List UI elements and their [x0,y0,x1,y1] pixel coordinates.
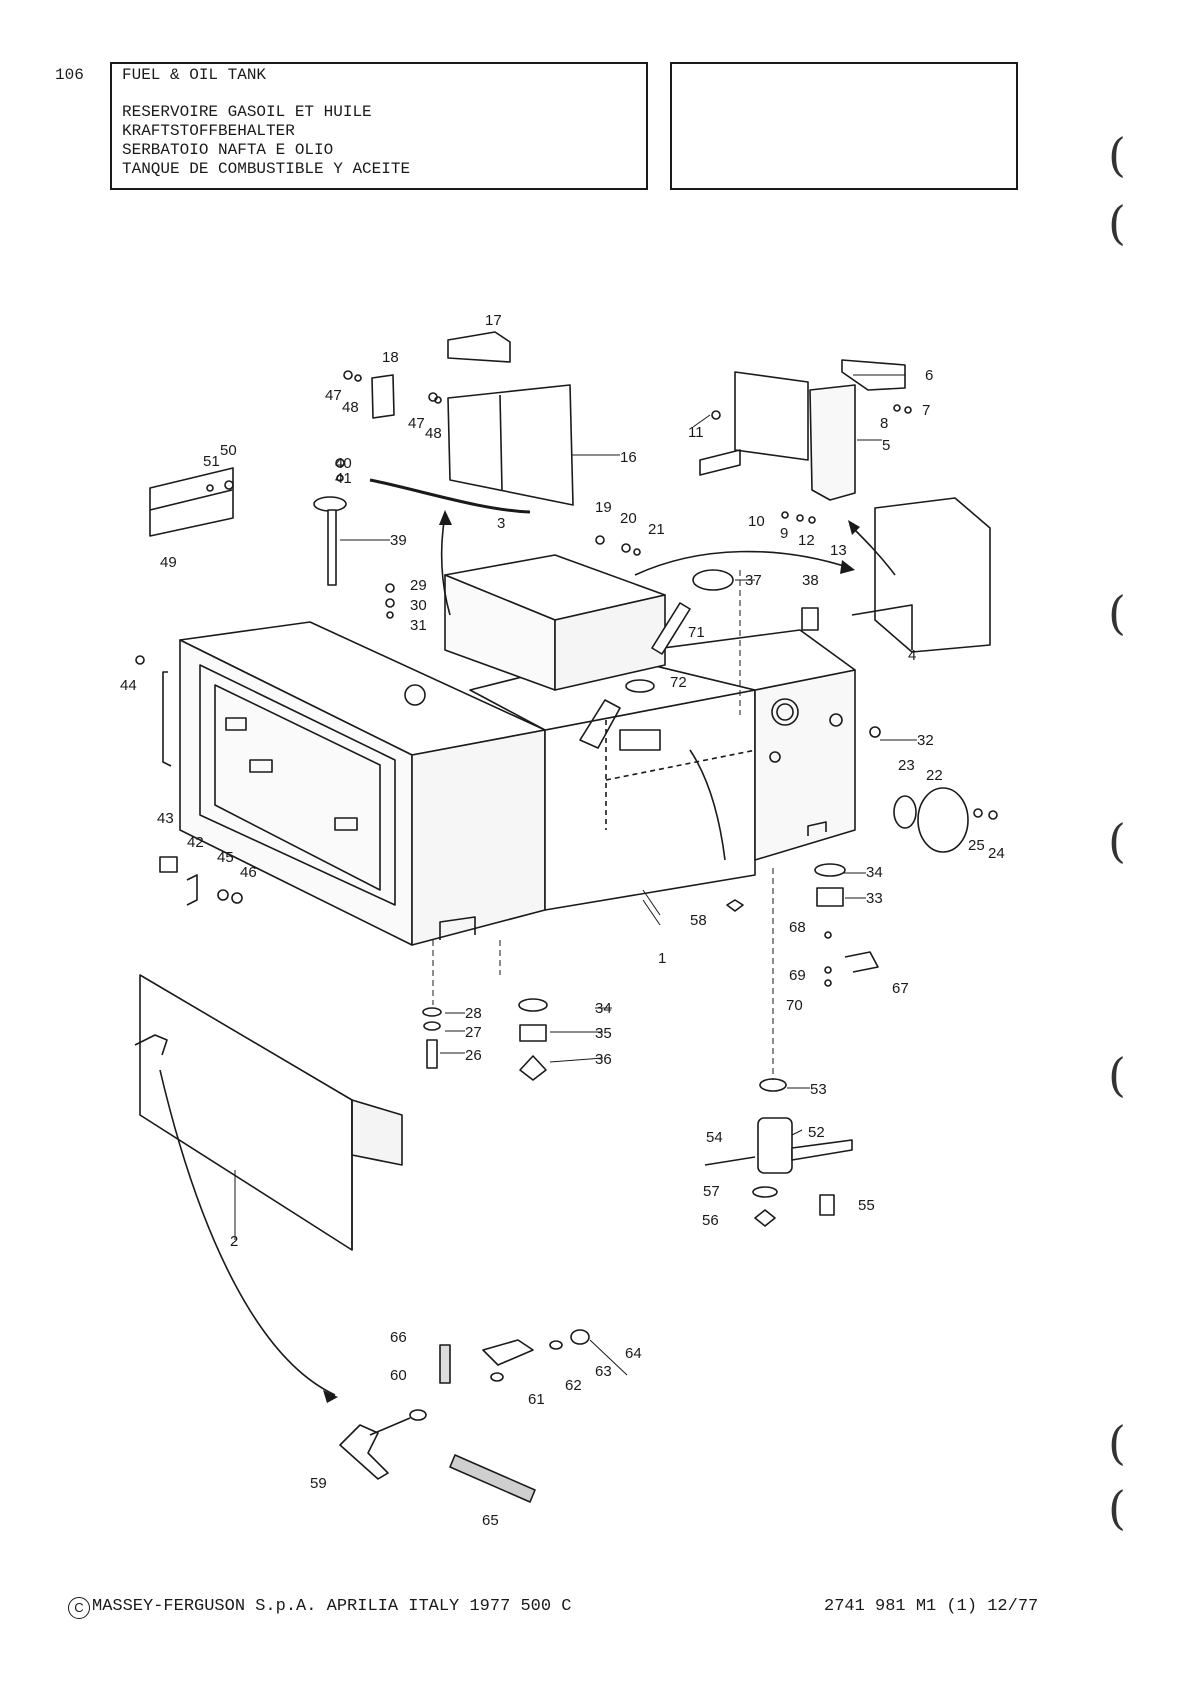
callout-1: 1 [658,950,666,967]
callout-52: 52 [808,1124,825,1141]
callout-37: 37 [745,572,762,589]
binder-hole-mark: ( [1108,586,1126,640]
callout-45: 45 [217,849,234,866]
reference-box [670,62,1018,190]
callout-40: 40 [335,455,352,472]
callout-28: 28 [465,1005,482,1022]
callout-58: 58 [690,912,707,929]
title-german: KRAFTSTOFFBEHALTER [122,122,295,140]
binder-hole-mark: ( [1108,196,1126,250]
callout-50: 50 [220,442,237,459]
binder-hole-mark: ( [1108,1048,1126,1102]
callout-18: 18 [382,349,399,366]
title-italian: SERBATOIO NAFTA E OLIO [122,141,334,159]
callout-23: 23 [898,757,915,774]
callout-33: 33 [866,890,883,907]
callout-47: 47 [408,415,425,432]
callout-4: 4 [908,647,916,664]
callout-67: 67 [892,980,909,997]
callout-46: 46 [240,864,257,881]
callout-31: 31 [410,617,427,634]
callout-69: 69 [789,967,806,984]
callout-12: 12 [798,532,815,549]
callout-70: 70 [786,997,803,1014]
callout-63: 63 [595,1363,612,1380]
title-english: FUEL & OIL TANK [122,66,267,84]
callout-71: 71 [688,624,705,641]
title-spanish: TANQUE DE COMBUSTIBLE Y ACEITE [122,160,411,178]
callout-10: 10 [748,513,765,530]
binder-hole-mark: ( [1108,128,1126,182]
callout-25: 25 [968,837,985,854]
callout-29: 29 [410,577,427,594]
callout-20: 20 [620,510,637,527]
binder-hole-mark: ( [1108,1481,1126,1535]
title-french: RESERVOIRE GASOIL ET HUILE [122,103,372,121]
callout-21: 21 [648,521,665,538]
callout-41: 41 [335,470,352,487]
copyright-icon: C [68,1597,90,1619]
callout-27: 27 [465,1024,482,1041]
callout-7: 7 [922,402,930,419]
callout-35: 35 [595,1025,612,1042]
footer-part-number: 2741 981 M1 (1) 12/77 [824,1597,1039,1616]
callout-24: 24 [988,845,1005,862]
callout-22: 22 [926,767,943,784]
callout-2: 2 [230,1233,238,1250]
callout-6: 6 [925,367,933,384]
callout-38: 38 [802,572,819,589]
callout-30: 30 [410,597,427,614]
callout-54: 54 [706,1129,723,1146]
callout-48: 48 [342,399,359,416]
callout-62: 62 [565,1377,582,1394]
callout-72: 72 [670,674,687,691]
callout-34: 34 [866,864,883,881]
callout-48: 48 [425,425,442,442]
callout-17: 17 [485,312,502,329]
callout-34: 34 [595,1000,612,1017]
callout-68: 68 [789,919,806,936]
callout-43: 43 [157,810,174,827]
main-tank [162,621,856,946]
callout-36: 36 [595,1051,612,1068]
callout-55: 55 [858,1197,875,1214]
callout-61: 61 [528,1391,545,1408]
callout-56: 56 [702,1212,719,1229]
callout-3: 3 [497,515,505,532]
callout-labels: 1 2 3 4 5 6 7 8 9 10 11 12 13 16 17 18 1… [120,312,1005,1529]
callout-60: 60 [390,1367,407,1384]
callout-39: 39 [390,532,407,549]
callout-65: 65 [482,1512,499,1529]
callout-11: 11 [688,424,704,441]
callout-49: 49 [160,554,177,571]
binder-hole-mark: ( [1108,1416,1126,1470]
callout-8: 8 [880,415,888,432]
callout-26: 26 [465,1047,482,1064]
callout-51: 51 [203,453,220,470]
binder-hole-mark: ( [1108,814,1126,868]
page-number: 106 [55,66,84,84]
callout-19: 19 [595,499,612,516]
callout-64: 64 [625,1345,642,1362]
callout-66: 66 [390,1329,407,1346]
callout-9: 9 [780,525,788,542]
footer-publisher: MASSEY-FERGUSON S.p.A. APRILIA ITALY 197… [92,1597,572,1616]
title-box: FUEL & OIL TANK RESERVOIRE GASOIL ET HUI… [110,62,648,190]
callout-42: 42 [187,834,204,851]
callout-32: 32 [917,732,934,749]
callout-53: 53 [810,1081,827,1098]
callout-59: 59 [310,1475,327,1492]
callout-16: 16 [620,449,637,466]
callout-13: 13 [830,542,847,559]
callout-44: 44 [120,677,137,694]
callout-47: 47 [325,387,342,404]
callout-5: 5 [882,437,890,454]
callout-57: 57 [703,1183,720,1200]
